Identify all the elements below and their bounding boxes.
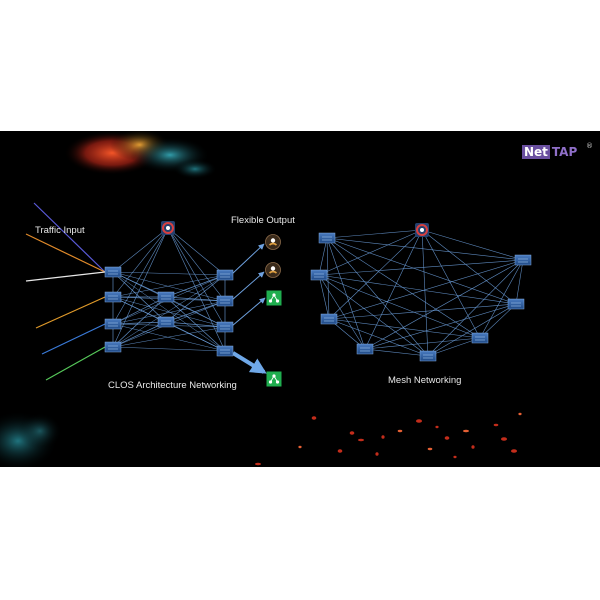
clos-caption: CLOS Architecture Networking (108, 380, 237, 391)
clos-controller-icon (161, 221, 175, 235)
output-arrow (232, 244, 264, 274)
switch-node (217, 296, 233, 306)
link-line (327, 238, 523, 260)
link-line (422, 230, 480, 338)
link-line (327, 238, 365, 349)
switch-node (158, 292, 174, 302)
share-icon (267, 291, 282, 306)
link-line (113, 228, 168, 297)
link-line (319, 275, 516, 304)
link-line (168, 228, 225, 275)
switch-node (105, 267, 121, 277)
switch-node (508, 299, 524, 309)
output-arrow-large (233, 353, 264, 372)
link-line (113, 327, 225, 347)
link-line (319, 275, 365, 349)
switch-node (472, 333, 488, 343)
slide: Traffic Input Flexible Output CLOS Archi… (0, 131, 600, 467)
network-links (113, 228, 523, 356)
switch-node (217, 270, 233, 280)
traffic-input-line (46, 347, 105, 380)
output-arrows (232, 244, 265, 372)
switch-node (217, 346, 233, 356)
link-line (329, 319, 480, 338)
link-line (327, 238, 480, 338)
traffic-input-line (34, 203, 105, 272)
link-line (319, 275, 480, 338)
link-line (168, 228, 225, 351)
logo-tap: TAP (550, 145, 577, 159)
link-line (365, 260, 523, 349)
switch-node (105, 319, 121, 329)
decorative-splash-top (64, 131, 217, 179)
decorative-splash-bottom-left (0, 411, 62, 467)
traffic-input-line (26, 234, 105, 272)
mesh-controller-icon (415, 223, 429, 237)
share-icon (267, 372, 282, 387)
link-line (422, 230, 516, 304)
link-line (327, 230, 422, 238)
link-line (319, 260, 523, 275)
link-line (166, 297, 225, 351)
registered-mark: ® (586, 139, 593, 153)
flexible-output-label: Flexible Output (231, 215, 295, 226)
link-line (113, 347, 225, 351)
endpoint-icon (266, 235, 281, 250)
link-line (113, 272, 225, 275)
traffic-input-line (36, 297, 105, 328)
switch-node (319, 233, 335, 243)
link-line (365, 338, 480, 349)
switch-node (311, 270, 327, 280)
switch-node (105, 342, 121, 352)
switch-node (420, 351, 436, 361)
traffic-input-label: Traffic Input (35, 225, 85, 236)
link-line (365, 230, 422, 349)
logo-net: Net (522, 145, 550, 159)
link-line (319, 238, 327, 275)
traffic-input-line (26, 272, 105, 281)
switch-node (515, 255, 531, 265)
network-diagram: Traffic Input Flexible Output CLOS Archi… (0, 131, 600, 467)
endpoint-icon (266, 263, 281, 278)
switch-node (158, 317, 174, 327)
switch-node (105, 292, 121, 302)
nettap-logo: Net TAP ® (522, 145, 577, 159)
switch-node (321, 314, 337, 324)
link-line (113, 324, 225, 351)
switch-node (217, 322, 233, 332)
link-line (422, 230, 523, 260)
decorative-debris (255, 413, 522, 465)
link-line (113, 228, 168, 272)
switch-node (357, 344, 373, 354)
mesh-caption: Mesh Networking (388, 375, 461, 386)
output-arrow (232, 298, 265, 326)
traffic-input-line (42, 324, 105, 354)
output-arrow (232, 272, 264, 300)
